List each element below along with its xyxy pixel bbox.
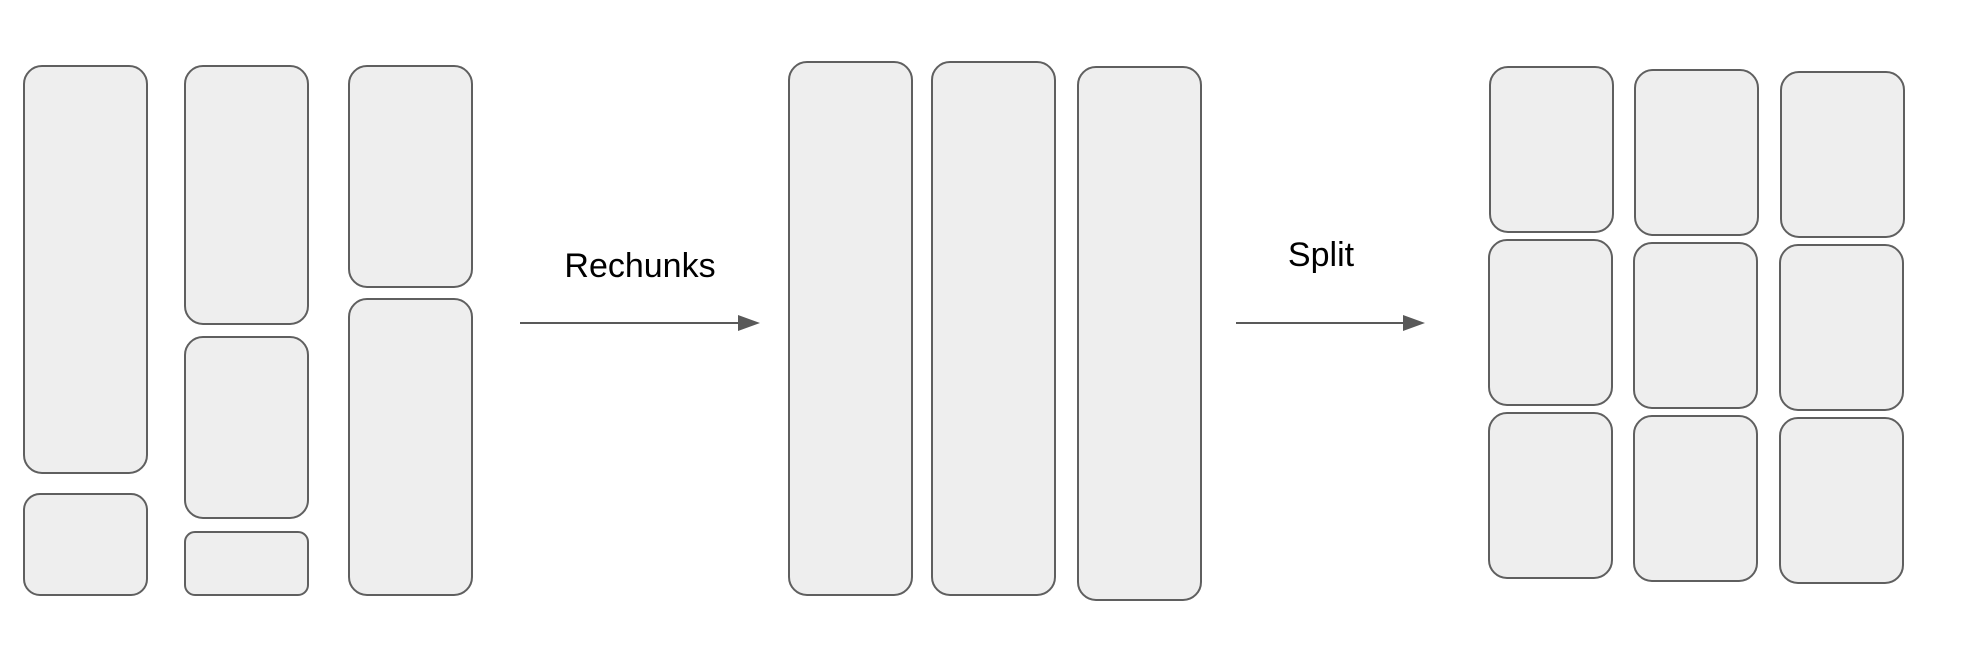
- chunk-col3-a: [348, 65, 473, 288]
- rechunk-arrow-head: [738, 315, 760, 331]
- chunk-col1-b: [23, 493, 148, 596]
- split-chunk-r1-c3: [1780, 71, 1905, 238]
- split-chunk-r2-c3: [1779, 244, 1904, 411]
- chunk-col1-a: [23, 65, 148, 474]
- split-arrow-head: [1403, 315, 1425, 331]
- split-chunk-r2-c1: [1488, 239, 1613, 406]
- rechunk-arrow: Rechunks: [520, 247, 760, 331]
- split-chunk-r3-c2: [1633, 415, 1758, 582]
- split-chunk-r1-c1: [1489, 66, 1614, 233]
- split-chunk-r2-c2: [1633, 242, 1758, 409]
- irregular-chunks-group: [23, 65, 473, 596]
- rechunked-column-1: [788, 61, 913, 596]
- split-chunk-r1-c2: [1634, 69, 1759, 236]
- rechunked-column-2: [931, 61, 1056, 596]
- chunk-col3-b: [348, 298, 473, 596]
- split-arrow: Split: [1236, 236, 1425, 331]
- chunk-col2-b: [184, 336, 309, 519]
- split-chunk-r3-c1: [1488, 412, 1613, 579]
- rechunked-column-3: [1077, 66, 1202, 601]
- split-label: Split: [1288, 236, 1355, 274]
- split-chunk-r3-c3: [1779, 417, 1904, 584]
- rechunk-label: Rechunks: [564, 247, 715, 285]
- split-grid-group: [1488, 66, 1905, 584]
- chunk-col2-a: [184, 65, 309, 325]
- rechunked-columns-group: [788, 61, 1202, 601]
- chunk-col2-c: [184, 531, 309, 596]
